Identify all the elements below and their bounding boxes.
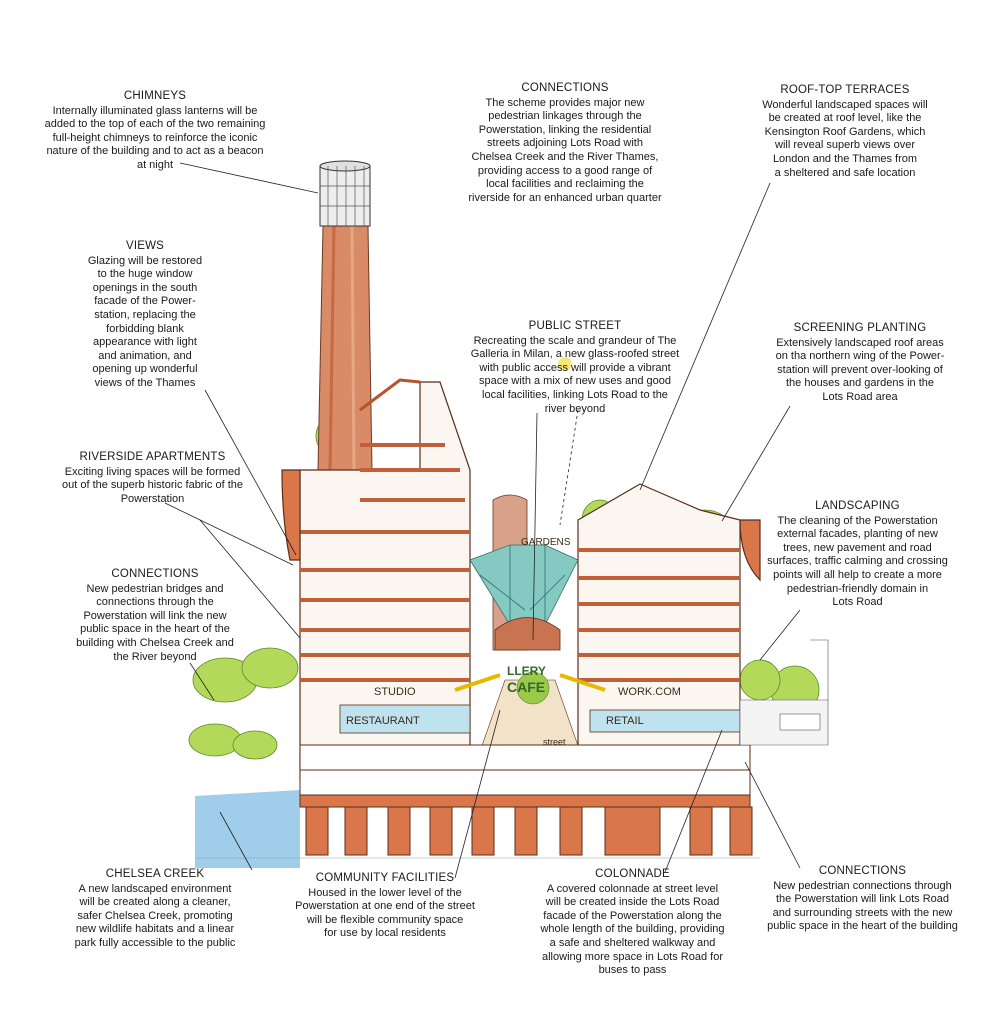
label-restaurant: RESTAURANT bbox=[346, 715, 420, 727]
label-cafe: CAFE bbox=[507, 679, 545, 695]
note-body: Housed in the lower level of the Powerst… bbox=[295, 886, 475, 940]
chimney bbox=[317, 160, 373, 471]
note-community-facilities: COMMUNITY FACILITIES Housed in the lower… bbox=[275, 872, 495, 941]
note-heading: ROOF-TOP TERRACES bbox=[780, 84, 910, 96]
note-heading: CONNECTIONS bbox=[111, 568, 199, 580]
note-heading: CONNECTIONS bbox=[521, 82, 609, 94]
note-body: Wonderful landscaped spaces will be crea… bbox=[762, 98, 928, 179]
note-body: New pedestrian connections through the P… bbox=[767, 879, 958, 933]
note-public-street: PUBLIC STREET Recreating the scale and g… bbox=[455, 320, 695, 416]
label-street: street bbox=[543, 737, 566, 747]
sketch-labels: GARDENS LLERY CAFE STUDIO WORK.COM RESTA… bbox=[346, 537, 681, 747]
note-body: Extensively landscaped roof areas on tha… bbox=[775, 336, 945, 403]
note-heading: VIEWS bbox=[125, 240, 165, 252]
note-views: VIEWS Glazing will be restored to the hu… bbox=[70, 240, 220, 391]
note-screening-planting: SCREENING PLANTING Extensively landscape… bbox=[745, 322, 975, 405]
label-studio: STUDIO bbox=[374, 686, 416, 698]
note-heading: COMMUNITY FACILITIES bbox=[315, 872, 455, 884]
note-heading: CHELSEA CREEK bbox=[105, 868, 205, 880]
note-heading: CHIMNEYS bbox=[123, 90, 187, 102]
glass-roof bbox=[469, 544, 579, 626]
note-heading: PUBLIC STREET bbox=[528, 320, 622, 332]
lots-road bbox=[739, 639, 829, 746]
note-connections-bottom: CONNECTIONS New pedestrian connections t… bbox=[755, 865, 970, 934]
note-roof-terraces: ROOF-TOP TERRACES Wonderful landscaped s… bbox=[740, 84, 950, 180]
note-colonnade: COLONNADE A covered colonnade at street … bbox=[525, 868, 740, 978]
note-body: The cleaning of the Powerstation externa… bbox=[767, 514, 948, 609]
label-gardens: GARDENS bbox=[521, 537, 571, 548]
note-body: A new landscaped environment will be cre… bbox=[74, 882, 236, 949]
note-connections-left: CONNECTIONS New pedestrian bridges and c… bbox=[55, 568, 255, 664]
right-wing bbox=[577, 483, 761, 781]
note-landscaping: LANDSCAPING The cleaning of the Powersta… bbox=[750, 500, 965, 610]
note-body: The scheme provides major new pedestrian… bbox=[468, 96, 662, 204]
label-workshop: WORK.COM bbox=[618, 686, 681, 698]
label-retail: RETAIL bbox=[606, 715, 644, 727]
podium bbox=[195, 744, 760, 859]
highlight-marker bbox=[558, 357, 572, 371]
chelsea-creek-water bbox=[195, 790, 300, 868]
note-chimneys: CHIMNEYS Internally illuminated glass la… bbox=[30, 90, 280, 173]
note-chelsea-creek: CHELSEA CREEK A new landscaped environme… bbox=[50, 868, 260, 951]
note-heading: CONNECTIONS bbox=[818, 865, 907, 877]
note-body: New pedestrian bridges and connections t… bbox=[76, 582, 234, 663]
note-heading: COLONNADE bbox=[595, 868, 670, 880]
note-heading: LANDSCAPING bbox=[815, 500, 900, 512]
note-connections-top: CONNECTIONS The scheme provides major ne… bbox=[445, 82, 685, 205]
note-heading: RIVERSIDE APARTMENTS bbox=[79, 451, 226, 463]
note-body: A covered colonnade at street level will… bbox=[540, 882, 725, 977]
leader-lines bbox=[164, 162, 801, 879]
note-body: Recreating the scale and grandeur of The… bbox=[470, 334, 680, 415]
note-riverside-apartments: RIVERSIDE APARTMENTS Exciting living spa… bbox=[40, 451, 265, 506]
note-body: Exciting living spaces will be formed ou… bbox=[62, 465, 243, 505]
note-body: Internally illuminated glass lanterns wi… bbox=[44, 104, 266, 171]
note-heading: SCREENING PLANTING bbox=[793, 322, 927, 334]
note-body: Glazing will be restored to the huge win… bbox=[87, 254, 203, 389]
label-gallery: LLERY bbox=[507, 664, 546, 678]
